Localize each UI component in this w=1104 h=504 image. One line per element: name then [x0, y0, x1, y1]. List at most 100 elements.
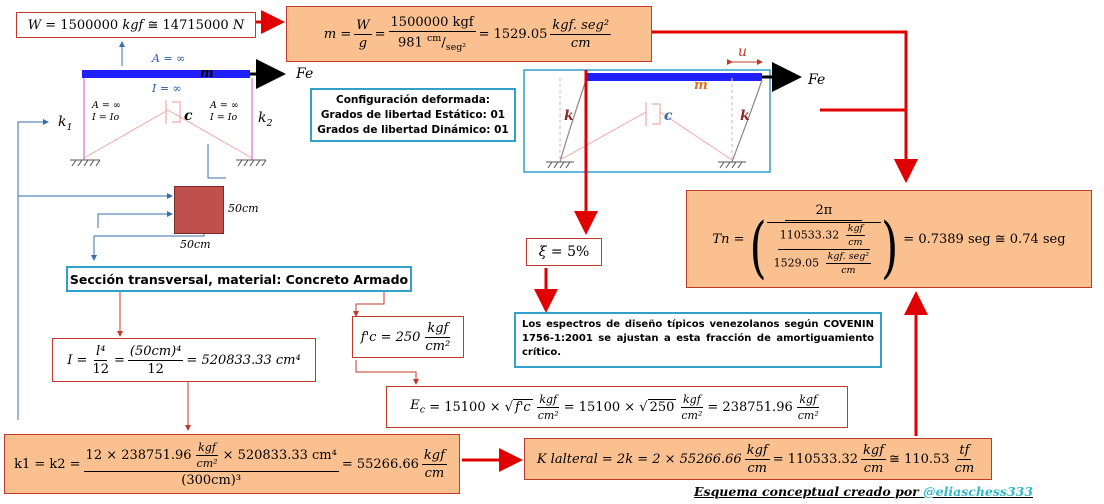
- inertia-eq1: =: [114, 352, 125, 368]
- inertia-result: = 520833.33 cm⁴: [186, 352, 301, 368]
- k-lateral-un3: tf: [957, 442, 972, 460]
- ec-fc: f'c: [513, 399, 533, 415]
- k-each-label: k1 = k2 =: [14, 456, 81, 472]
- frame-fe-right-label: Fe: [808, 72, 826, 88]
- config-line2: Grados de libertad Estático: 01: [320, 108, 506, 121]
- paren-right: ): [881, 209, 899, 286]
- ec-result: = 238751.96: [707, 399, 793, 415]
- inertia-num2: (50cm)⁴: [127, 343, 184, 361]
- inertia-num1: l⁴: [94, 343, 108, 361]
- frame-a-left: A = ∞: [92, 100, 121, 111]
- right-frame: [523, 59, 802, 173]
- ec-v250: 250: [647, 399, 677, 415]
- frame-a-right: A = ∞: [210, 100, 239, 111]
- frame-m-label: m: [200, 66, 214, 81]
- k-lateral-eq: = 110533.32: [772, 451, 859, 467]
- weight-unit-newton: N: [232, 17, 245, 33]
- period-num: 2π: [785, 203, 863, 221]
- frame-k2-label: k2: [258, 110, 273, 129]
- ec-eq2: = 15100 × √: [563, 399, 648, 415]
- weight-symbol: W: [27, 17, 42, 33]
- section-height-label: 50cm: [180, 238, 211, 251]
- spectra-note: Los espectros de diseño típicos venezola…: [522, 319, 874, 358]
- k-lateral-ud2: cm: [863, 460, 884, 476]
- period-m-unit-num: kgf. seg²: [825, 250, 872, 264]
- ec-u3d: cm²: [797, 408, 819, 422]
- damping-symbol: ξ: [538, 244, 547, 260]
- ec-letter: E: [410, 398, 420, 414]
- mass-W: W: [354, 17, 372, 35]
- ec-eq: = 15100 × √: [429, 399, 514, 415]
- mass-g: g: [358, 35, 368, 51]
- config-box: Configuración deformada: Grados de liber…: [310, 88, 516, 142]
- mass-den-b: cm: [426, 33, 442, 45]
- mass-unit-den: cm: [570, 35, 591, 51]
- k-each-num2: × 520833.33 cm⁴: [222, 447, 337, 463]
- damping-value: = 5%: [550, 244, 590, 260]
- ec-subscript: c: [419, 404, 426, 416]
- k2-subscript: 2: [266, 117, 273, 129]
- credit-handle[interactable]: @eliaschess333: [923, 484, 1034, 499]
- ec-u2n: kgf: [681, 392, 703, 408]
- k-lateral-un2: kgf: [861, 442, 887, 460]
- k1-letter: k: [58, 114, 67, 130]
- mass-unit-num: kgf. seg²: [550, 17, 612, 35]
- k1-subscript: 1: [66, 121, 73, 133]
- weight-unit: kgf: [122, 17, 144, 33]
- ec-u1n: kgf: [537, 392, 560, 408]
- frame-k-right-label: k: [740, 108, 750, 124]
- fc-unit-num: kgf: [425, 320, 451, 338]
- ec-label: Ec: [410, 398, 425, 416]
- k-lateral-label: K lalteral = 2k = 2 × 55266.66: [536, 451, 742, 467]
- inertia-den2: 12: [147, 361, 164, 377]
- frame-m-right-label: m: [694, 78, 708, 93]
- k-lateral-eq2: ≅ 110.53: [889, 451, 950, 467]
- k2-letter: k: [258, 110, 267, 126]
- fc-label: f'c = 250: [360, 329, 421, 345]
- weight-box: W = 1500000 kgf ≅ 14715000 N: [16, 12, 256, 38]
- mass-num: 1500000 kgf: [388, 15, 476, 33]
- frame-i-left: I = Io: [92, 112, 120, 123]
- ec-u1d: cm²: [537, 408, 559, 422]
- config-line1: Configuración deformada:: [335, 93, 491, 106]
- period-m-val: 1529.05: [773, 256, 820, 269]
- k-lateral-ud3: cm: [954, 460, 975, 476]
- inertia-den1: 12: [92, 361, 109, 377]
- frame-c-label: c: [184, 108, 193, 124]
- mass-result: = 1529.05: [478, 26, 548, 42]
- frame-k1-label: k1: [58, 114, 73, 133]
- credit-text: Esquema conceptual creado por: [694, 484, 919, 499]
- period-result: = 0.7389 seg ≅ 0.74 seg: [903, 231, 1066, 247]
- section-width-label: 50cm: [228, 202, 259, 215]
- ec-u3n: kgf: [797, 392, 820, 408]
- k-each-den: (300cm)³: [181, 472, 242, 488]
- period-k-unit-den: cm: [848, 236, 863, 248]
- mass-m: m =: [323, 26, 352, 42]
- blue-connectors: [17, 41, 226, 420]
- cross-section-square: [174, 186, 224, 234]
- frame-i-right: I = Io: [210, 112, 238, 123]
- left-frame: [70, 59, 286, 167]
- frame-u-label: u: [738, 44, 748, 60]
- section-title: Sección transversal, material: Concreto …: [69, 271, 409, 287]
- frame-k-left-label: k: [564, 108, 574, 124]
- k-each-num: 12 × 238751.96: [85, 447, 192, 463]
- ec-u2d: cm²: [681, 408, 703, 422]
- k-lateral-un: kgf: [744, 442, 770, 460]
- period-k-val: 110533.32: [779, 228, 840, 241]
- config-line3: Grados de libertad Dinámico: 01: [317, 123, 509, 136]
- k-each-rd: cm: [424, 465, 445, 481]
- spectra-note-box: Los espectros de diseño típicos venezola…: [514, 312, 882, 368]
- k-each-un: kgf: [196, 440, 218, 456]
- mass-den-a: 981: [398, 35, 423, 51]
- period-tn: Tn =: [712, 231, 745, 247]
- weight-value: = 1500000: [45, 17, 119, 33]
- small-red-connectors: [117, 292, 419, 431]
- section-title-box: Sección transversal, material: Concreto …: [66, 266, 412, 292]
- frame-i-top: I = ∞: [152, 82, 182, 95]
